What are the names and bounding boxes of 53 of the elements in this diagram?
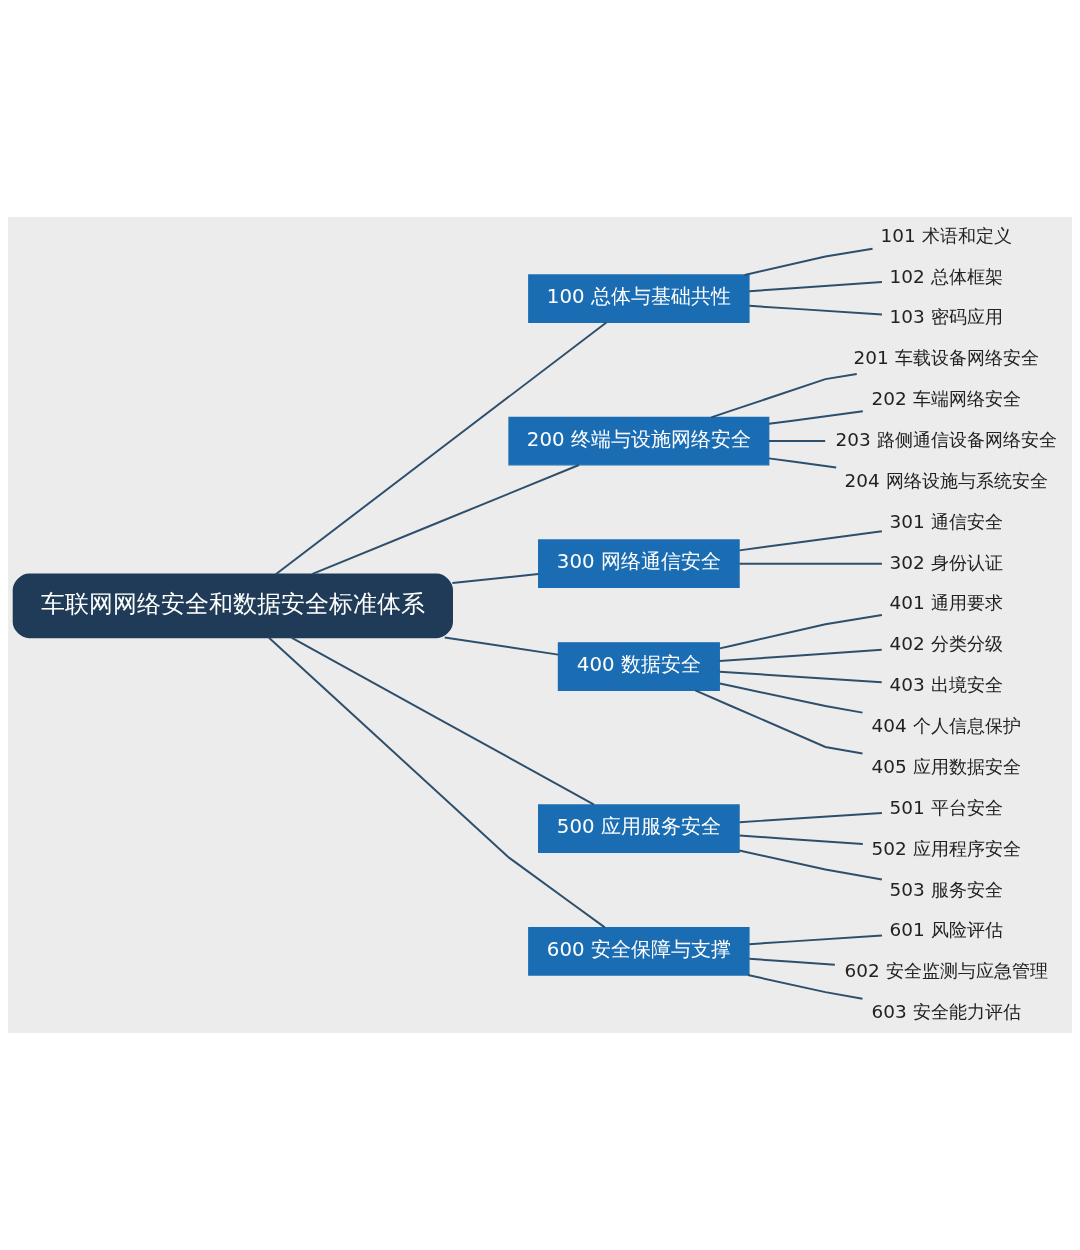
connector: [748, 281, 883, 293]
node-text: 501 平台安全: [889, 796, 1003, 818]
node-text: 603 安全能力评估: [871, 1001, 1021, 1023]
connector: [738, 562, 883, 565]
connector: [738, 834, 864, 846]
connector: [694, 689, 864, 755]
connector: [748, 304, 883, 316]
node-text: 602 安全监测与应急管理: [844, 960, 1048, 982]
connector: [718, 614, 883, 650]
connector: [451, 573, 540, 585]
node-text: 204 网络设施与系统安全: [844, 469, 1048, 491]
connector: [738, 849, 883, 881]
connector: [748, 934, 883, 946]
connector: [310, 464, 580, 576]
node-text: 101 术语和定义: [880, 224, 1012, 246]
node-box: 200 终端与设施网络安全: [508, 416, 770, 466]
node-text: 402 分类分级: [889, 633, 1003, 655]
connector: [718, 670, 883, 684]
node-text: 601 风险评估: [889, 919, 1003, 941]
connector: [738, 812, 883, 824]
node-box: 600 安全保障与支撑: [528, 926, 750, 976]
connector: [748, 957, 836, 966]
connector: [718, 682, 864, 714]
connector: [274, 321, 608, 576]
node-text: 301 通信安全: [889, 510, 1003, 532]
node-text: 203 路侧通信设备网络安全: [835, 428, 1057, 450]
node-text: 404 个人信息保护: [871, 715, 1021, 737]
node-box: 400 数据安全: [557, 642, 720, 691]
node-text: 103 密码应用: [889, 306, 1003, 328]
connector: [746, 974, 864, 1000]
connector: [268, 636, 606, 929]
connector: [767, 440, 827, 443]
connector: [710, 372, 858, 419]
node-box: 500 应用服务安全: [538, 804, 740, 854]
node-text: 201 车载设备网络安全: [853, 347, 1039, 369]
connector: [767, 410, 864, 425]
connector: [718, 648, 883, 663]
node-text: 401 通用要求: [889, 592, 1003, 614]
node-text: 302 身份认证: [889, 551, 1003, 573]
node-box: 300 网络通信安全: [538, 539, 740, 589]
node-text: 503 服务安全: [889, 878, 1003, 900]
node-box: 100 总体与基础共性: [528, 274, 750, 324]
node-text: 102 总体框架: [889, 265, 1003, 287]
node-text: 202 车端网络安全: [871, 388, 1021, 410]
node-text: 502 应用程序安全: [871, 837, 1021, 859]
node-box: 车联网网络安全和数据安全标准体系: [12, 573, 453, 639]
connector: [290, 636, 595, 806]
node-text: 403 出境安全: [889, 674, 1003, 696]
connector: [743, 247, 874, 276]
connector: [738, 530, 883, 552]
connector: [443, 636, 560, 656]
node-text: 405 应用数据安全: [871, 755, 1021, 777]
connector: [767, 457, 838, 469]
